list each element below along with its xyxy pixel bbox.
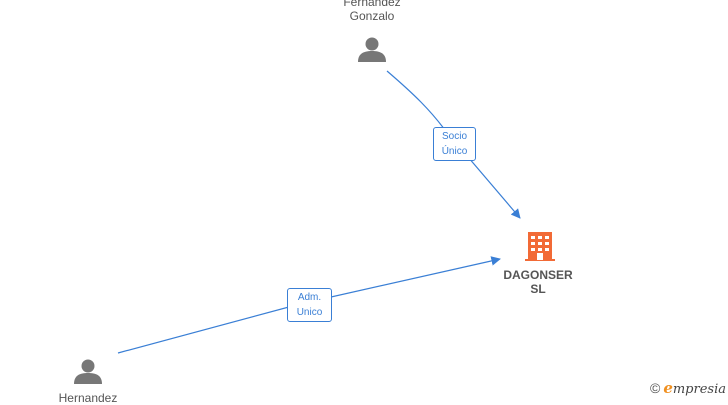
edge-label-socio-unico[interactable]: Socio Único <box>433 127 476 161</box>
company-label-line2: SL <box>530 282 546 296</box>
edge-label-socio-line2: Único <box>441 146 468 157</box>
person-label-top[interactable]: Fernandez Gonzalo <box>292 0 452 23</box>
person-label-bottom[interactable]: Hernandez <box>8 391 168 405</box>
person-label-top-line1: Fernandez <box>343 0 401 9</box>
edge-label-adm-unico[interactable]: Adm. Unico <box>287 288 332 322</box>
person-icon[interactable] <box>74 359 102 385</box>
empresia-logo[interactable]: ©empresia <box>650 379 726 397</box>
brand-name: mpresia <box>672 382 726 397</box>
edge-label-adm-line1: Adm. <box>297 292 322 303</box>
edge-label-socio-line1: Socio <box>441 131 467 142</box>
building-icon[interactable] <box>525 232 555 261</box>
person-label-top-line2: Gonzalo <box>349 9 395 23</box>
company-label[interactable]: DAGONSER SL <box>478 268 598 296</box>
copyright-icon: © <box>649 380 661 396</box>
person-label-bottom-line1: Hernandez <box>58 391 118 405</box>
person-icon[interactable] <box>358 37 386 63</box>
company-label-line1: DAGONSER <box>503 268 573 282</box>
edge-label-adm-line2: Unico <box>296 307 323 318</box>
brand-accent-letter: e <box>663 379 673 397</box>
